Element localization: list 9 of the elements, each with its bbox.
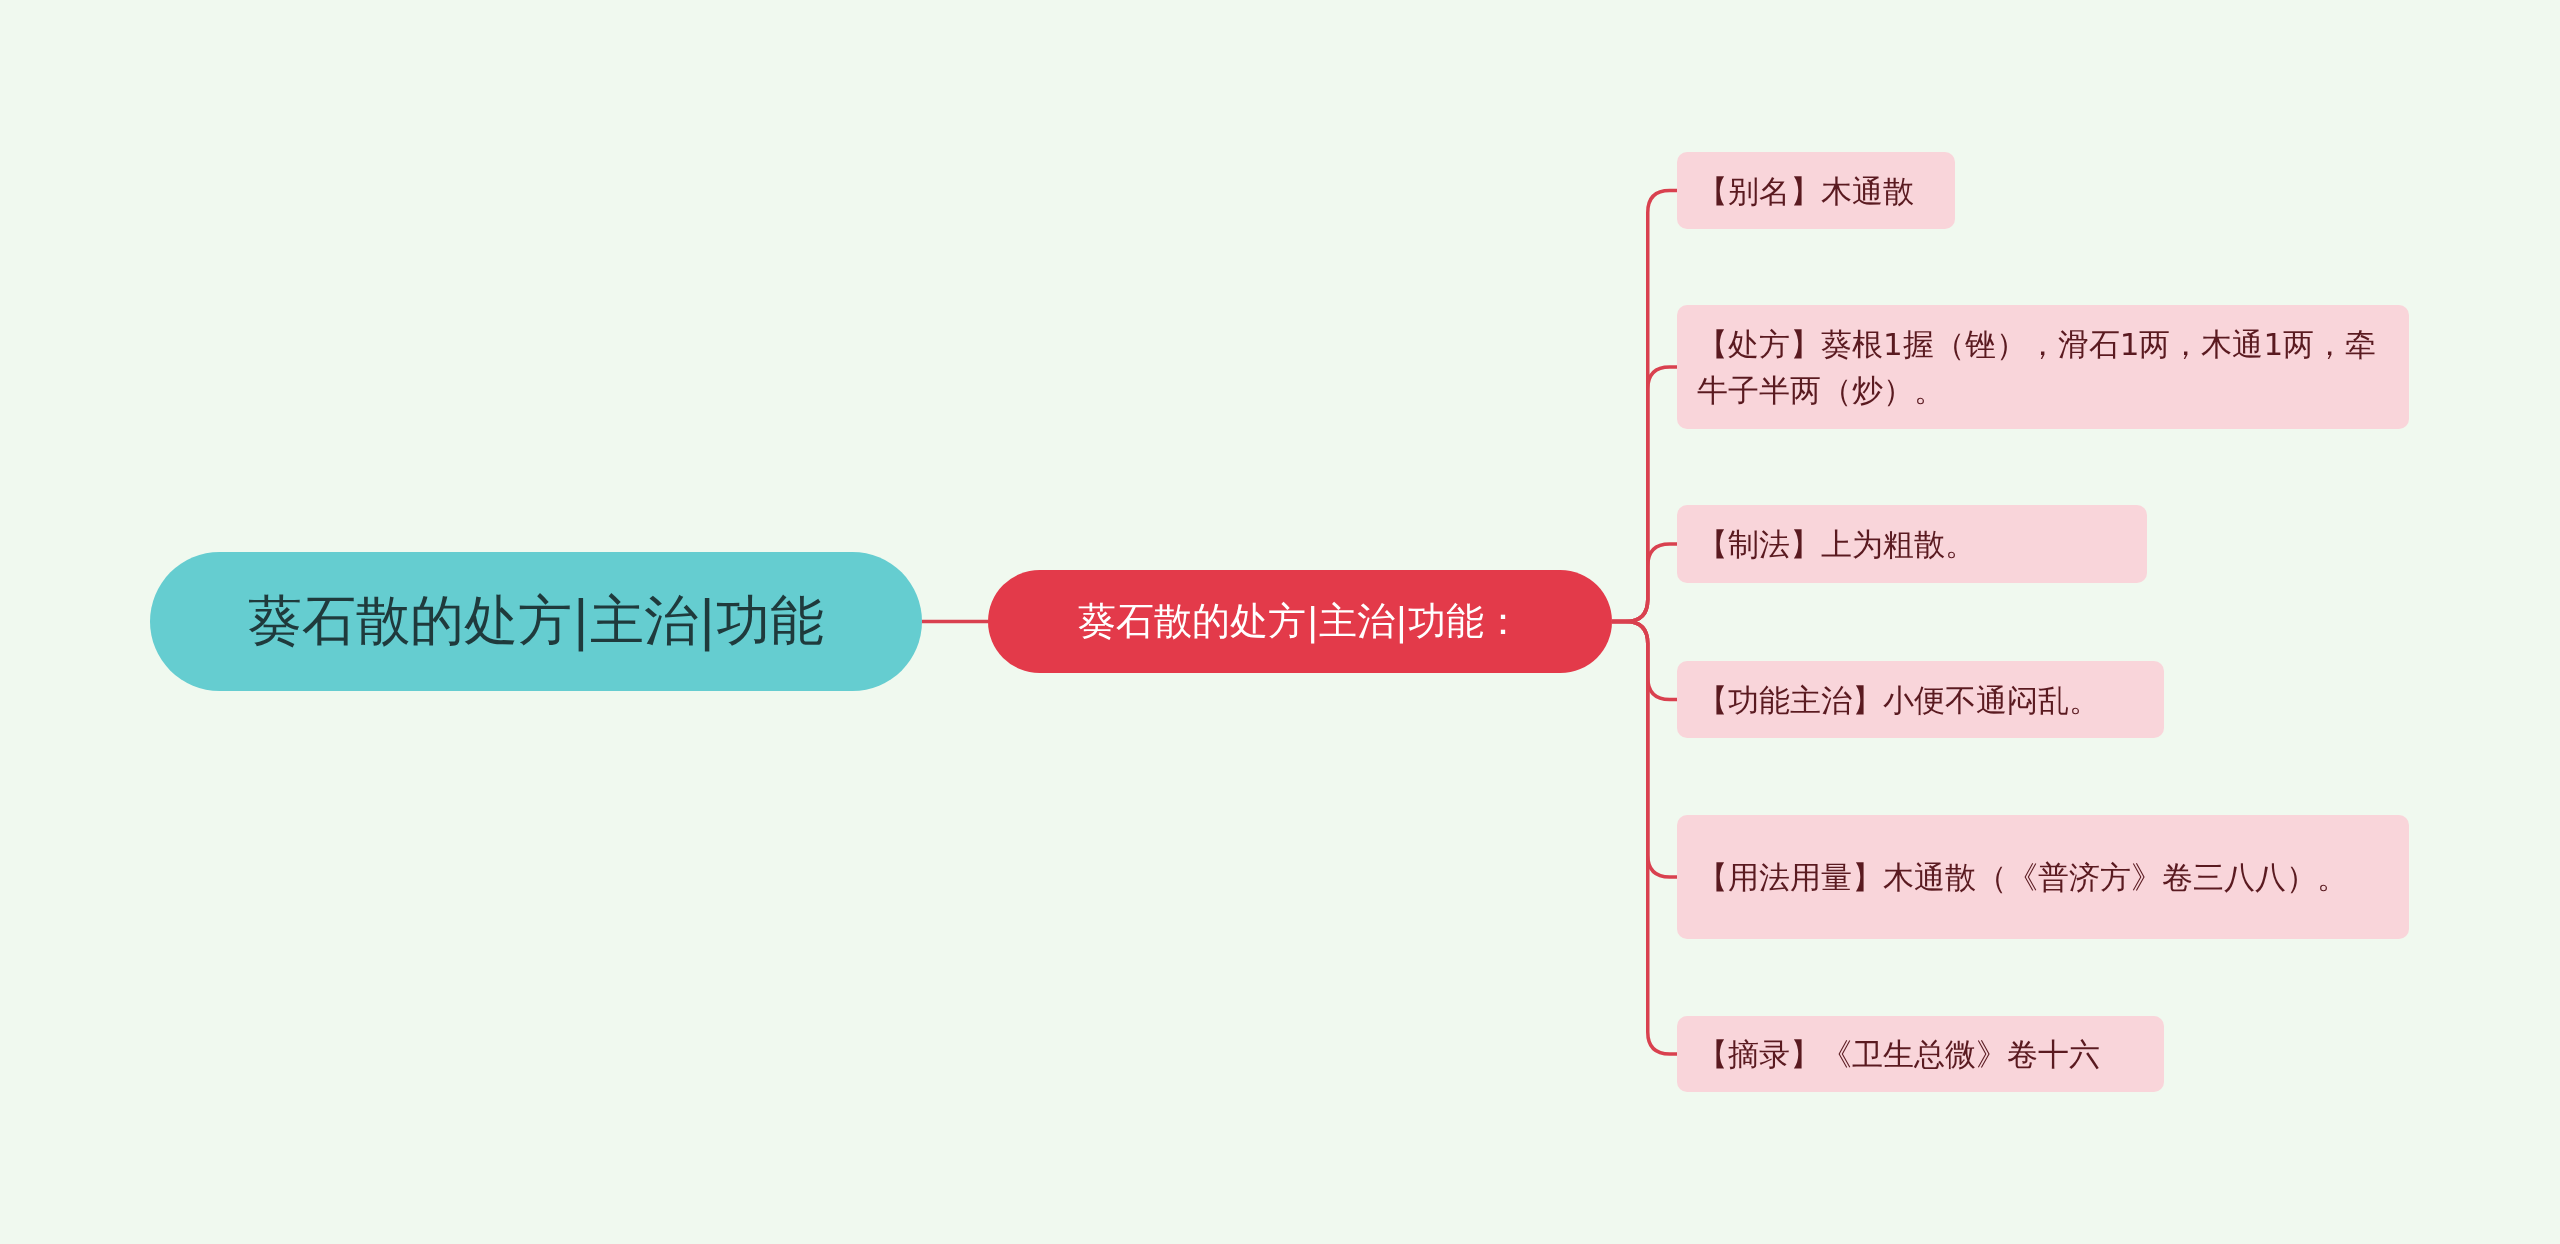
leaf-box: 【摘录】《卫生总微》卷十六 [1677,1016,2164,1092]
leaf-box: 【别名】木通散 [1677,152,1955,229]
branch-pill: 葵石散的处方|主治|功能： [988,570,1612,673]
connector-line [922,619,988,624]
leaf-box: 【制法】上为粗散。 [1677,505,2147,583]
leaf-box: 【功能主治】小便不通闷乱。 [1677,661,2164,738]
leaf-box: 【处方】葵根1握（锉），滑石1两，木通1两，牵牛子半两（炒）。 [1677,305,2409,429]
topic-pill: 葵石散的处方|主治|功能 [150,552,922,691]
leaf-box: 【用法用量】木通散（《普济方》卷三八八）。 [1677,815,2409,939]
